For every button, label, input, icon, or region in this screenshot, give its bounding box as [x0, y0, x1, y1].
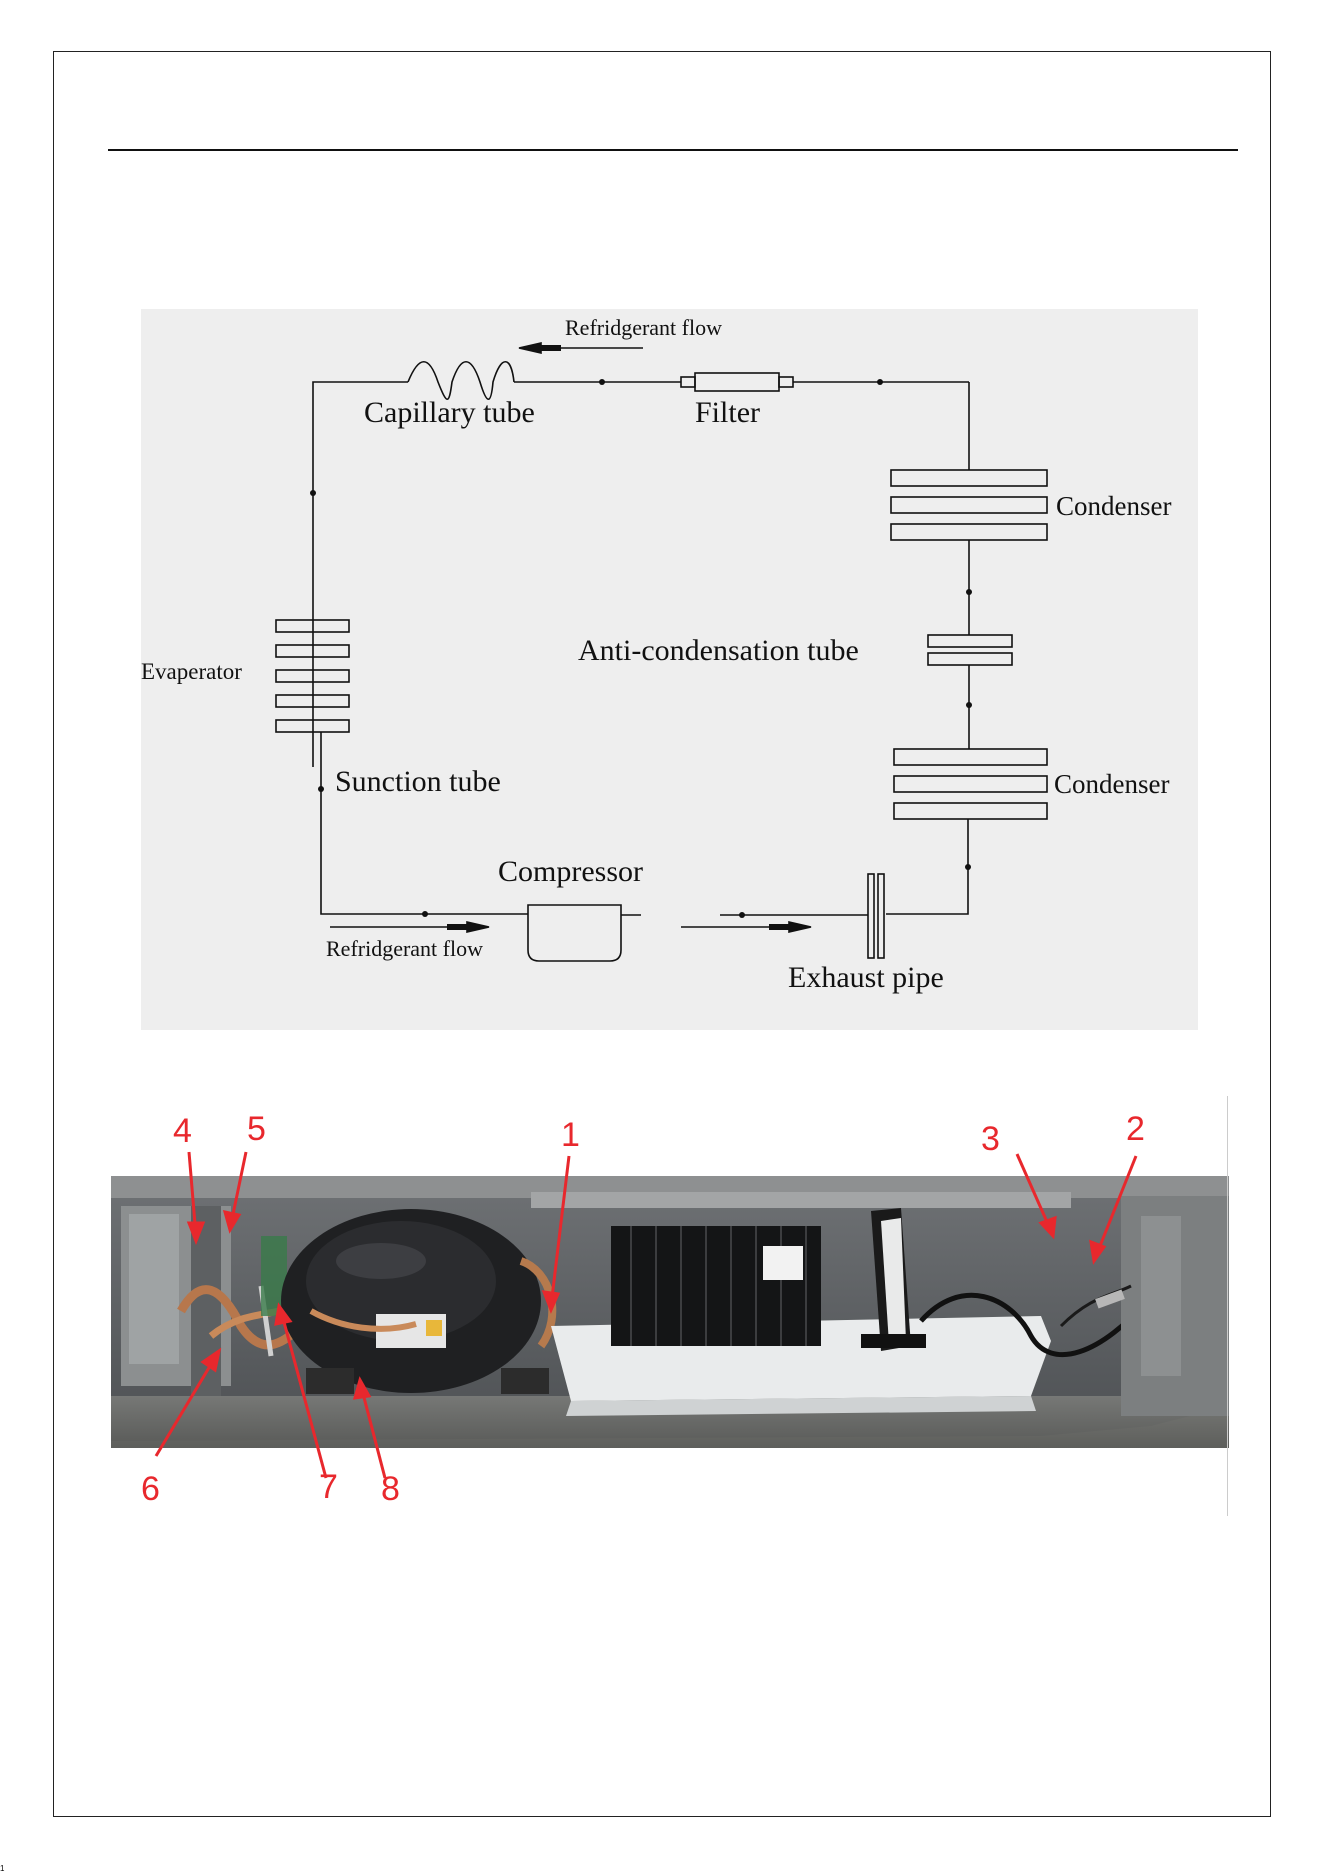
- label-condenser-top: Condenser: [1056, 491, 1171, 521]
- machine-compartment-photo: 1 2 3 4 5 6 7 8: [111, 1096, 1229, 1516]
- top-pipe: [313, 382, 969, 767]
- flow-arrow-top: [519, 343, 643, 353]
- label-suction-tube: Sunction tube: [335, 765, 501, 798]
- condenser-bottom-symbol: [886, 749, 1047, 914]
- flow-arrow-bottom-left: [330, 922, 489, 932]
- header-rule: [108, 149, 1238, 151]
- label-condenser-bottom: Condenser: [1054, 769, 1169, 799]
- callout-2: 2: [1126, 1110, 1145, 1148]
- callout-5: 5: [247, 1110, 266, 1148]
- callout-6: 6: [141, 1470, 160, 1508]
- condenser-top-symbol: [891, 470, 1047, 635]
- label-filter: Filter: [695, 396, 760, 429]
- callout-1: 1: [561, 1116, 580, 1154]
- label-anti-condensation-tube: Anti-condensation tube: [578, 634, 859, 667]
- anti-condensation-symbol: [928, 635, 1012, 749]
- label-capillary-tube: Capillary tube: [364, 396, 535, 429]
- callout-3: 3: [981, 1120, 1000, 1158]
- label-compressor: Compressor: [498, 855, 643, 888]
- flow-arrow-bottom-right: [681, 922, 811, 932]
- refrigeration-circuit-diagram: Refridgerant flow Capillary tube Filter …: [141, 309, 1198, 1030]
- callout-7: 7: [319, 1468, 338, 1506]
- photo-right-edge: [1227, 1096, 1228, 1516]
- filter-symbol: [681, 373, 793, 391]
- capillary-coil: [408, 362, 514, 400]
- photo-scene: [111, 1176, 1229, 1516]
- label-evaporator: Evaperator: [141, 659, 242, 684]
- corner-mark: 1: [0, 1864, 4, 1873]
- callout-8: 8: [381, 1470, 400, 1508]
- label-flow-bottom: Refridgerant flow: [326, 936, 483, 961]
- compressor-symbol: [528, 905, 641, 961]
- callout-4: 4: [173, 1112, 192, 1150]
- label-exhaust-pipe: Exhaust pipe: [788, 961, 944, 994]
- label-flow-top: Refridgerant flow: [565, 315, 722, 340]
